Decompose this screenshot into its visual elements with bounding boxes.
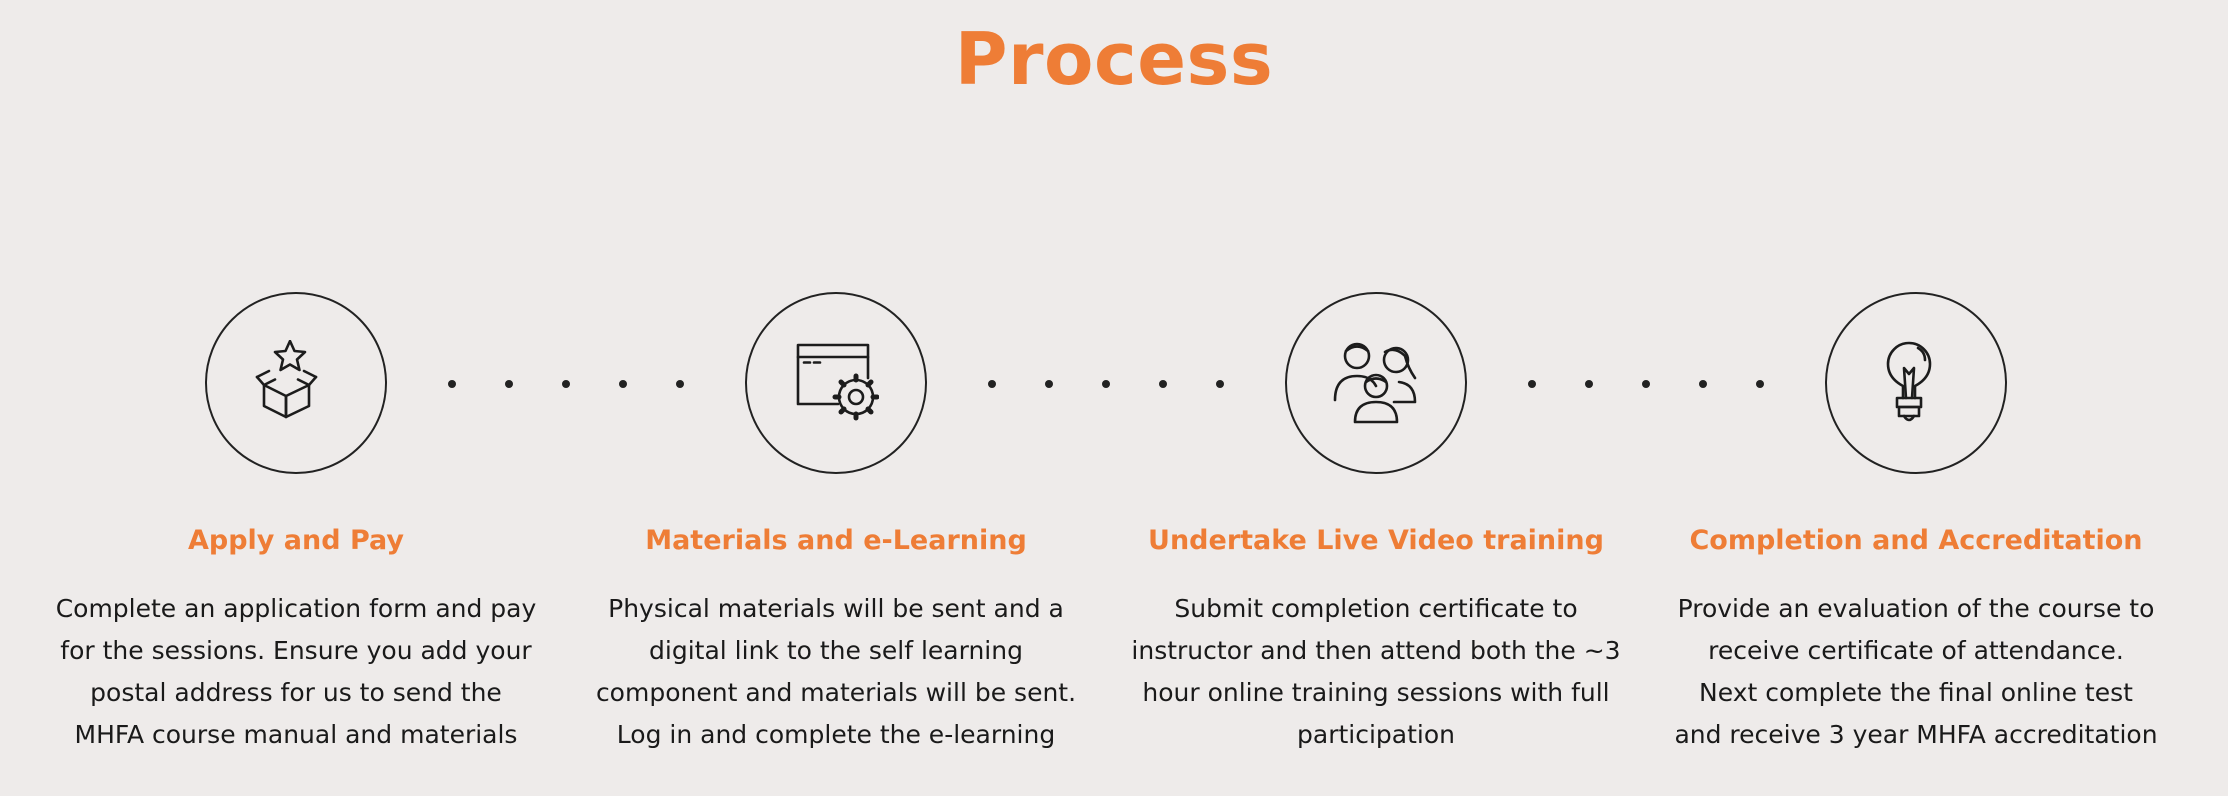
- step-title-apply-and-pay: Apply and Pay: [187, 525, 405, 556]
- description-line: hour online training sessions with full: [1142, 678, 1610, 707]
- connector-dot: [1216, 380, 1224, 388]
- browser-gear-icon: [796, 343, 879, 421]
- step-description-1: Complete an application form and pay for…: [46, 588, 546, 756]
- description-line: postal address for us to send the: [90, 678, 502, 707]
- people-group-icon: [1333, 342, 1417, 424]
- description-line: digital link to the self learning: [649, 636, 1023, 665]
- step-description-2: Physical materials will be sent and a di…: [586, 588, 1086, 756]
- step-icon-circle-2: [745, 292, 927, 474]
- box-star-icon: [255, 340, 318, 419]
- description-line: Provide an evaluation of the course to: [1677, 594, 2155, 623]
- page-title: Process: [954, 17, 1274, 101]
- step-description-4: Provide an evaluation of the course to r…: [1666, 588, 2166, 756]
- lightbulb-icon: [1886, 341, 1932, 422]
- connector-dot: [1528, 380, 1536, 388]
- connector-dot: [562, 380, 570, 388]
- step-title-completion-and-accreditation: Completion and Accreditation: [1689, 525, 2143, 556]
- description-line: Submit completion certificate to: [1174, 594, 1578, 623]
- connector-dot: [988, 380, 996, 388]
- description-line: MHFA course manual and materials: [74, 720, 518, 749]
- connector-dot: [505, 380, 513, 388]
- connector-dot: [676, 380, 684, 388]
- connector-dot: [1585, 380, 1593, 388]
- step-icon-circle-4: [1825, 292, 2007, 474]
- step-icon-circle-1: [205, 292, 387, 474]
- connector-dot: [448, 380, 456, 388]
- description-line: Complete an application form and pay: [55, 594, 537, 623]
- connector-dot: [1642, 380, 1650, 388]
- description-line: Next complete the final online test: [1699, 678, 2133, 707]
- description-line: and receive 3 year MHFA accreditation: [1674, 720, 2158, 749]
- description-line: Physical materials will be sent and a: [608, 594, 1064, 623]
- connector-dot: [1159, 380, 1167, 388]
- connector-dot: [1045, 380, 1053, 388]
- connector-dot: [1102, 380, 1110, 388]
- description-line: receive certificate of attendance.: [1708, 636, 2124, 665]
- description-line: Log in and complete the e-learning: [616, 720, 1056, 749]
- description-line: for the sessions. Ensure you add your: [60, 636, 532, 665]
- description-line: component and materials will be sent.: [595, 678, 1077, 707]
- connector-dot: [1756, 380, 1764, 388]
- step-title-materials-and-e-learning: Materials and e-Learning: [645, 525, 1027, 556]
- step-icon-circle-3: [1285, 292, 1467, 474]
- step-description-3: Submit completion certificate to instruc…: [1126, 588, 1626, 756]
- connector-dot: [1699, 380, 1707, 388]
- description-line: participation: [1297, 720, 1455, 749]
- description-line: instructor and then attend both the ~3: [1131, 636, 1621, 665]
- step-title-undertake-live-video-training: Undertake Live Video training: [1148, 525, 1604, 556]
- connector-dot: [619, 380, 627, 388]
